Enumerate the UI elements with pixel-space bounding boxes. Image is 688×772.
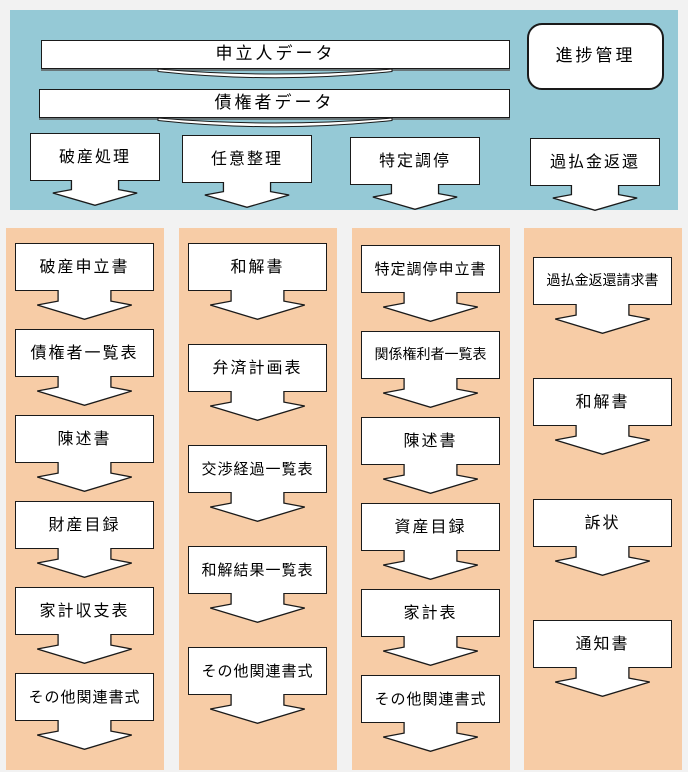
down-arrow-icon [210, 290, 305, 320]
down-arrow-icon [383, 550, 478, 580]
down-arrow-icon [37, 634, 132, 664]
document-box: 和解書 [533, 378, 672, 426]
document-box: 過払金返還請求書 [533, 257, 672, 305]
process-box: 任意整理 [182, 135, 312, 183]
down-arrow-icon [210, 492, 305, 522]
down-arrow-icon [383, 378, 478, 408]
down-arrow-icon [555, 667, 650, 697]
down-arrow-icon [555, 425, 650, 455]
down-arrow-icon [210, 391, 305, 421]
down-arrow-icon [37, 548, 132, 578]
process-box: 破産処理 [30, 133, 160, 181]
document-box: 和解書 [188, 243, 327, 291]
process-box: 特定調停 [350, 137, 480, 185]
document-box: 弁済計画表 [188, 344, 327, 392]
down-arrow-icon [37, 462, 132, 492]
down-arrow-icon [37, 290, 132, 320]
down-arrow-icon [555, 304, 650, 334]
merge-arrow-icon [157, 68, 393, 79]
progress-management-box: 進捗管理 [527, 23, 664, 90]
document-box: 家計収支表 [15, 587, 154, 635]
down-arrow-icon [552, 185, 638, 211]
document-box: 訴状 [533, 499, 672, 547]
document-box: 陳述書 [15, 415, 154, 463]
document-box: その他関連書式 [361, 675, 500, 723]
down-arrow-icon [555, 546, 650, 576]
down-arrow-icon [210, 593, 305, 623]
document-box: 家計表 [361, 589, 500, 637]
document-box: 資産目録 [361, 503, 500, 551]
down-arrow-icon [383, 722, 478, 752]
down-arrow-icon [37, 720, 132, 750]
document-box: 特定調停申立書 [361, 245, 500, 293]
down-arrow-icon [383, 292, 478, 322]
process-box: 過払金返還 [530, 138, 660, 186]
document-box: 和解結果一覧表 [188, 546, 327, 594]
document-box: 関係権利者一覧表 [361, 331, 500, 379]
down-arrow-icon [210, 694, 305, 724]
down-arrow-icon [372, 184, 458, 210]
down-arrow-icon [52, 180, 138, 206]
merge-arrow-icon [157, 117, 393, 128]
document-box: 交渉経過一覧表 [188, 445, 327, 493]
creditor-data-box: 債権者データ [39, 89, 510, 118]
document-box: その他関連書式 [188, 647, 327, 695]
document-box: 債権者一覧表 [15, 329, 154, 377]
down-arrow-icon [383, 636, 478, 666]
petitioner-data-box: 申立人データ [41, 40, 510, 69]
document-box: 財産目録 [15, 501, 154, 549]
document-box: 破産申立書 [15, 243, 154, 291]
document-box: 陳述書 [361, 417, 500, 465]
document-box: 通知書 [533, 620, 672, 668]
down-arrow-icon [204, 182, 290, 208]
down-arrow-icon [383, 464, 478, 494]
document-box: その他関連書式 [15, 673, 154, 721]
down-arrow-icon [37, 376, 132, 406]
